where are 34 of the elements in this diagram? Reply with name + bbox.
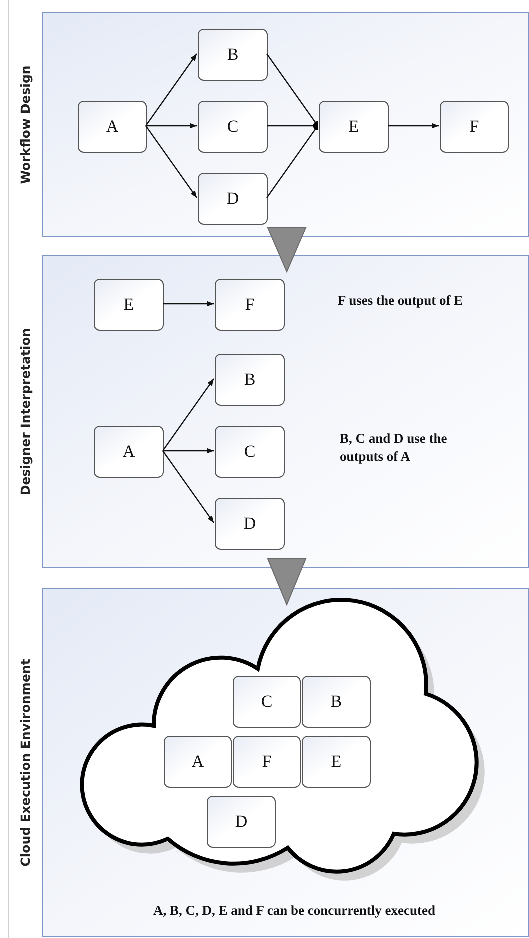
process-box: B bbox=[215, 354, 285, 406]
arrow bbox=[163, 301, 214, 307]
arrow bbox=[146, 123, 197, 129]
process-box: C bbox=[233, 676, 301, 728]
arrow bbox=[163, 448, 214, 454]
process-box: A bbox=[94, 426, 164, 478]
process-box: D bbox=[198, 173, 268, 225]
process-box: A bbox=[164, 736, 232, 788]
down-chevron bbox=[267, 558, 307, 606]
arrow bbox=[146, 126, 198, 198]
note-text: F uses the output of E bbox=[338, 292, 464, 310]
arrow bbox=[146, 54, 198, 126]
panel-title: Designer Interpretation bbox=[20, 328, 32, 496]
process-box: F bbox=[440, 101, 509, 153]
process-box: F bbox=[215, 279, 285, 331]
process-box: B bbox=[198, 29, 268, 81]
process-box: E bbox=[302, 736, 371, 788]
process-box: D bbox=[215, 498, 285, 550]
process-box: A bbox=[78, 101, 147, 153]
arrow bbox=[162, 450, 214, 524]
process-box: B bbox=[302, 676, 371, 728]
panel-title: Cloud Execution Environment bbox=[20, 658, 32, 866]
down-chevron bbox=[267, 228, 307, 274]
note-text: A, B, C, D, E and F can be concurrently executed bbox=[152, 902, 436, 920]
note-text: B, C and D use the outputs of A bbox=[340, 430, 448, 466]
process-box: C bbox=[215, 426, 285, 478]
process-box: C bbox=[198, 101, 268, 153]
process-box: F bbox=[233, 736, 301, 788]
panel-title: Workflow Design bbox=[20, 65, 32, 184]
arrow bbox=[388, 123, 439, 129]
process-box: E bbox=[94, 279, 164, 331]
process-box: E bbox=[319, 101, 389, 153]
arrow bbox=[162, 378, 214, 452]
process-box: D bbox=[207, 796, 276, 848]
